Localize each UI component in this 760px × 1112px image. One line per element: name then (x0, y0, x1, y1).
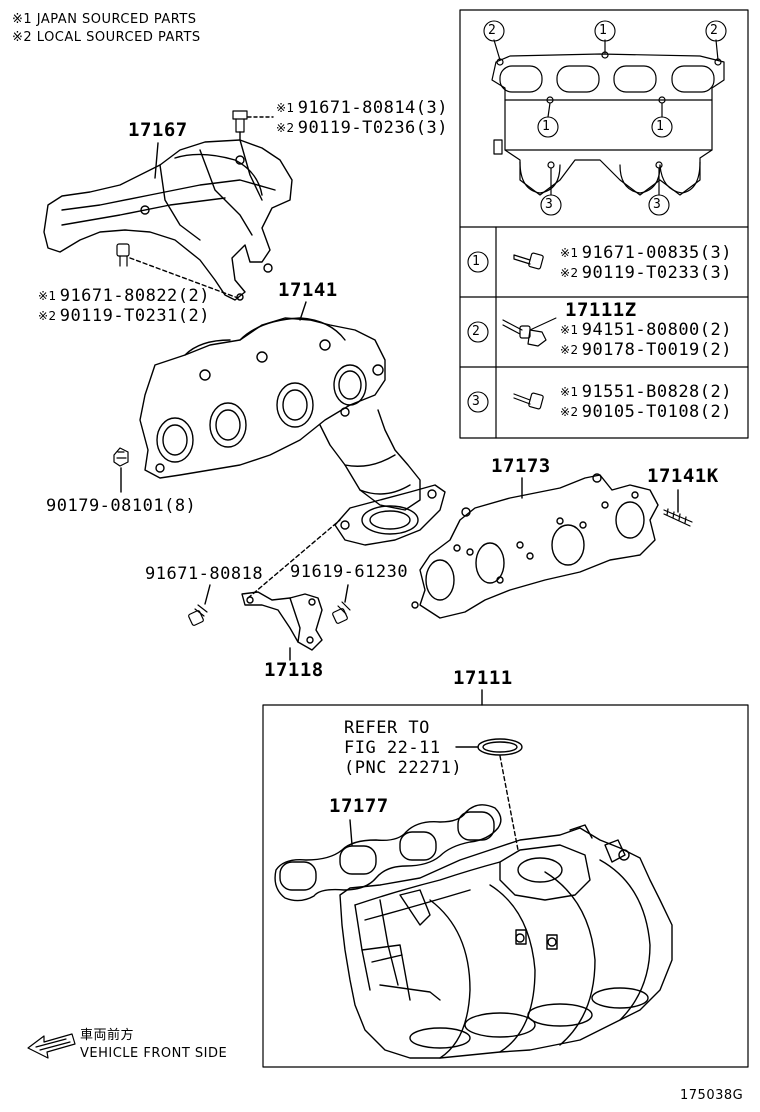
mark-2: ※2 (560, 266, 579, 280)
part-number-bolt-mid-2: 90119-T0231(2) (59, 306, 210, 326)
part-number-bolt-top-1: 91671-80814(3) (297, 98, 448, 118)
part-number: 94151-80800(2) (581, 320, 732, 340)
table-callout-circles (467, 20, 727, 413)
leader-ring (499, 755, 519, 851)
mark-2: ※2 (560, 343, 579, 357)
mark-2: ※2 (38, 309, 57, 323)
table-row-number: 3 (472, 394, 481, 409)
stud-icon (663, 508, 693, 527)
bolt-b-icon (332, 601, 351, 624)
bolt-top-icon (232, 110, 248, 133)
mark-2: ※2 (276, 121, 295, 135)
leader-bolt-mid (129, 257, 239, 299)
table-circle-label: 2 (710, 23, 719, 38)
part-number: 91551-B0828(2) (581, 382, 732, 402)
vehicle-front-label: VEHICLE FRONT SIDE (80, 1046, 228, 1061)
mark-1: ※1 (560, 246, 579, 260)
note-local-sourced: ※2 LOCAL SOURCED PARTS (12, 30, 201, 45)
heat-insulator-17167 (43, 131, 293, 301)
bracket-17118 (241, 591, 323, 651)
gasket-17173 (411, 473, 659, 619)
note-japan-sourced: ※1 JAPAN SOURCED PARTS (12, 12, 197, 27)
part-number: 90178-T0019(2) (581, 340, 732, 360)
part-label-17167: 17167 (128, 119, 188, 141)
part-number-bolt-a: 91671-80818 (145, 564, 264, 584)
leader-17177 (349, 819, 353, 846)
table-row-number: 2 (472, 324, 481, 339)
bolt-a-icon (188, 604, 208, 626)
mark-2: ※2 (560, 405, 579, 419)
table-circle-label: 2 (488, 23, 497, 38)
part-label-17173: 17173 (491, 455, 551, 477)
part-number-bolt-top-2: 90119-T0236(3) (297, 118, 448, 138)
refer-line-2: FIG 22-11 (344, 738, 441, 758)
manifold-top-view-icon (491, 39, 725, 196)
table-circle-label: 3 (545, 197, 554, 212)
leader-17167 (154, 142, 159, 179)
refer-note: REFER TO FIG 22-11 (PNC 22271) (344, 718, 462, 778)
table-circle-label: 3 (653, 197, 662, 212)
bolt-mid-icon (116, 243, 130, 267)
part-number: 91671-00835(3) (581, 243, 732, 263)
refer-line-1: REFER TO (344, 718, 430, 738)
part-label-17177: 17177 (329, 795, 389, 817)
part-number: 90105-T0108(2) (581, 402, 732, 422)
leader-bolt-b (344, 584, 349, 603)
table-circle-label: 1 (599, 23, 608, 38)
table-circle-label: 1 (656, 119, 665, 134)
exhaust-manifold-17141 (139, 317, 446, 546)
vehicle-front-arrow-icon (27, 1033, 76, 1059)
fastener-table-frame (459, 9, 749, 439)
mark-1: ※1 (560, 323, 579, 337)
vehicle-front-kanji: 車両前方 (80, 1028, 135, 1043)
mark-1: ※1 (38, 289, 57, 303)
intake-gasket-17177 (274, 804, 502, 902)
leader-bolt-a (204, 584, 211, 605)
leader-17141 (299, 301, 307, 321)
table-row-number: 1 (472, 254, 481, 269)
part-label-17141: 17141 (278, 279, 338, 301)
part-number: 90119-T0233(3) (581, 263, 732, 283)
part-label-17111: 17111 (453, 667, 513, 689)
nut-icon (113, 447, 129, 467)
figure-code: 175038G (680, 1088, 744, 1103)
part-label-17118: 17118 (264, 659, 324, 681)
intake-manifold-frame (262, 704, 749, 1068)
table-bolt-icons (502, 252, 557, 410)
intake-manifold-17111 (339, 824, 673, 1059)
part-number-bolt-b: 91619-61230 (290, 562, 409, 582)
mark-1: ※1 (560, 385, 579, 399)
part-number-nut: 90179-08101(8) (46, 496, 197, 516)
part-label-17111z: 17111Z (565, 299, 637, 321)
part-number-bolt-mid-1: 91671-80822(2) (59, 286, 210, 306)
gasket-ring-inner (482, 741, 518, 753)
refer-line-3: (PNC 22271) (344, 758, 463, 778)
leader-bracket (247, 519, 341, 599)
mark-1: ※1 (276, 101, 295, 115)
part-label-17141k: 17141K (647, 465, 719, 487)
table-circle-label: 1 (542, 119, 551, 134)
